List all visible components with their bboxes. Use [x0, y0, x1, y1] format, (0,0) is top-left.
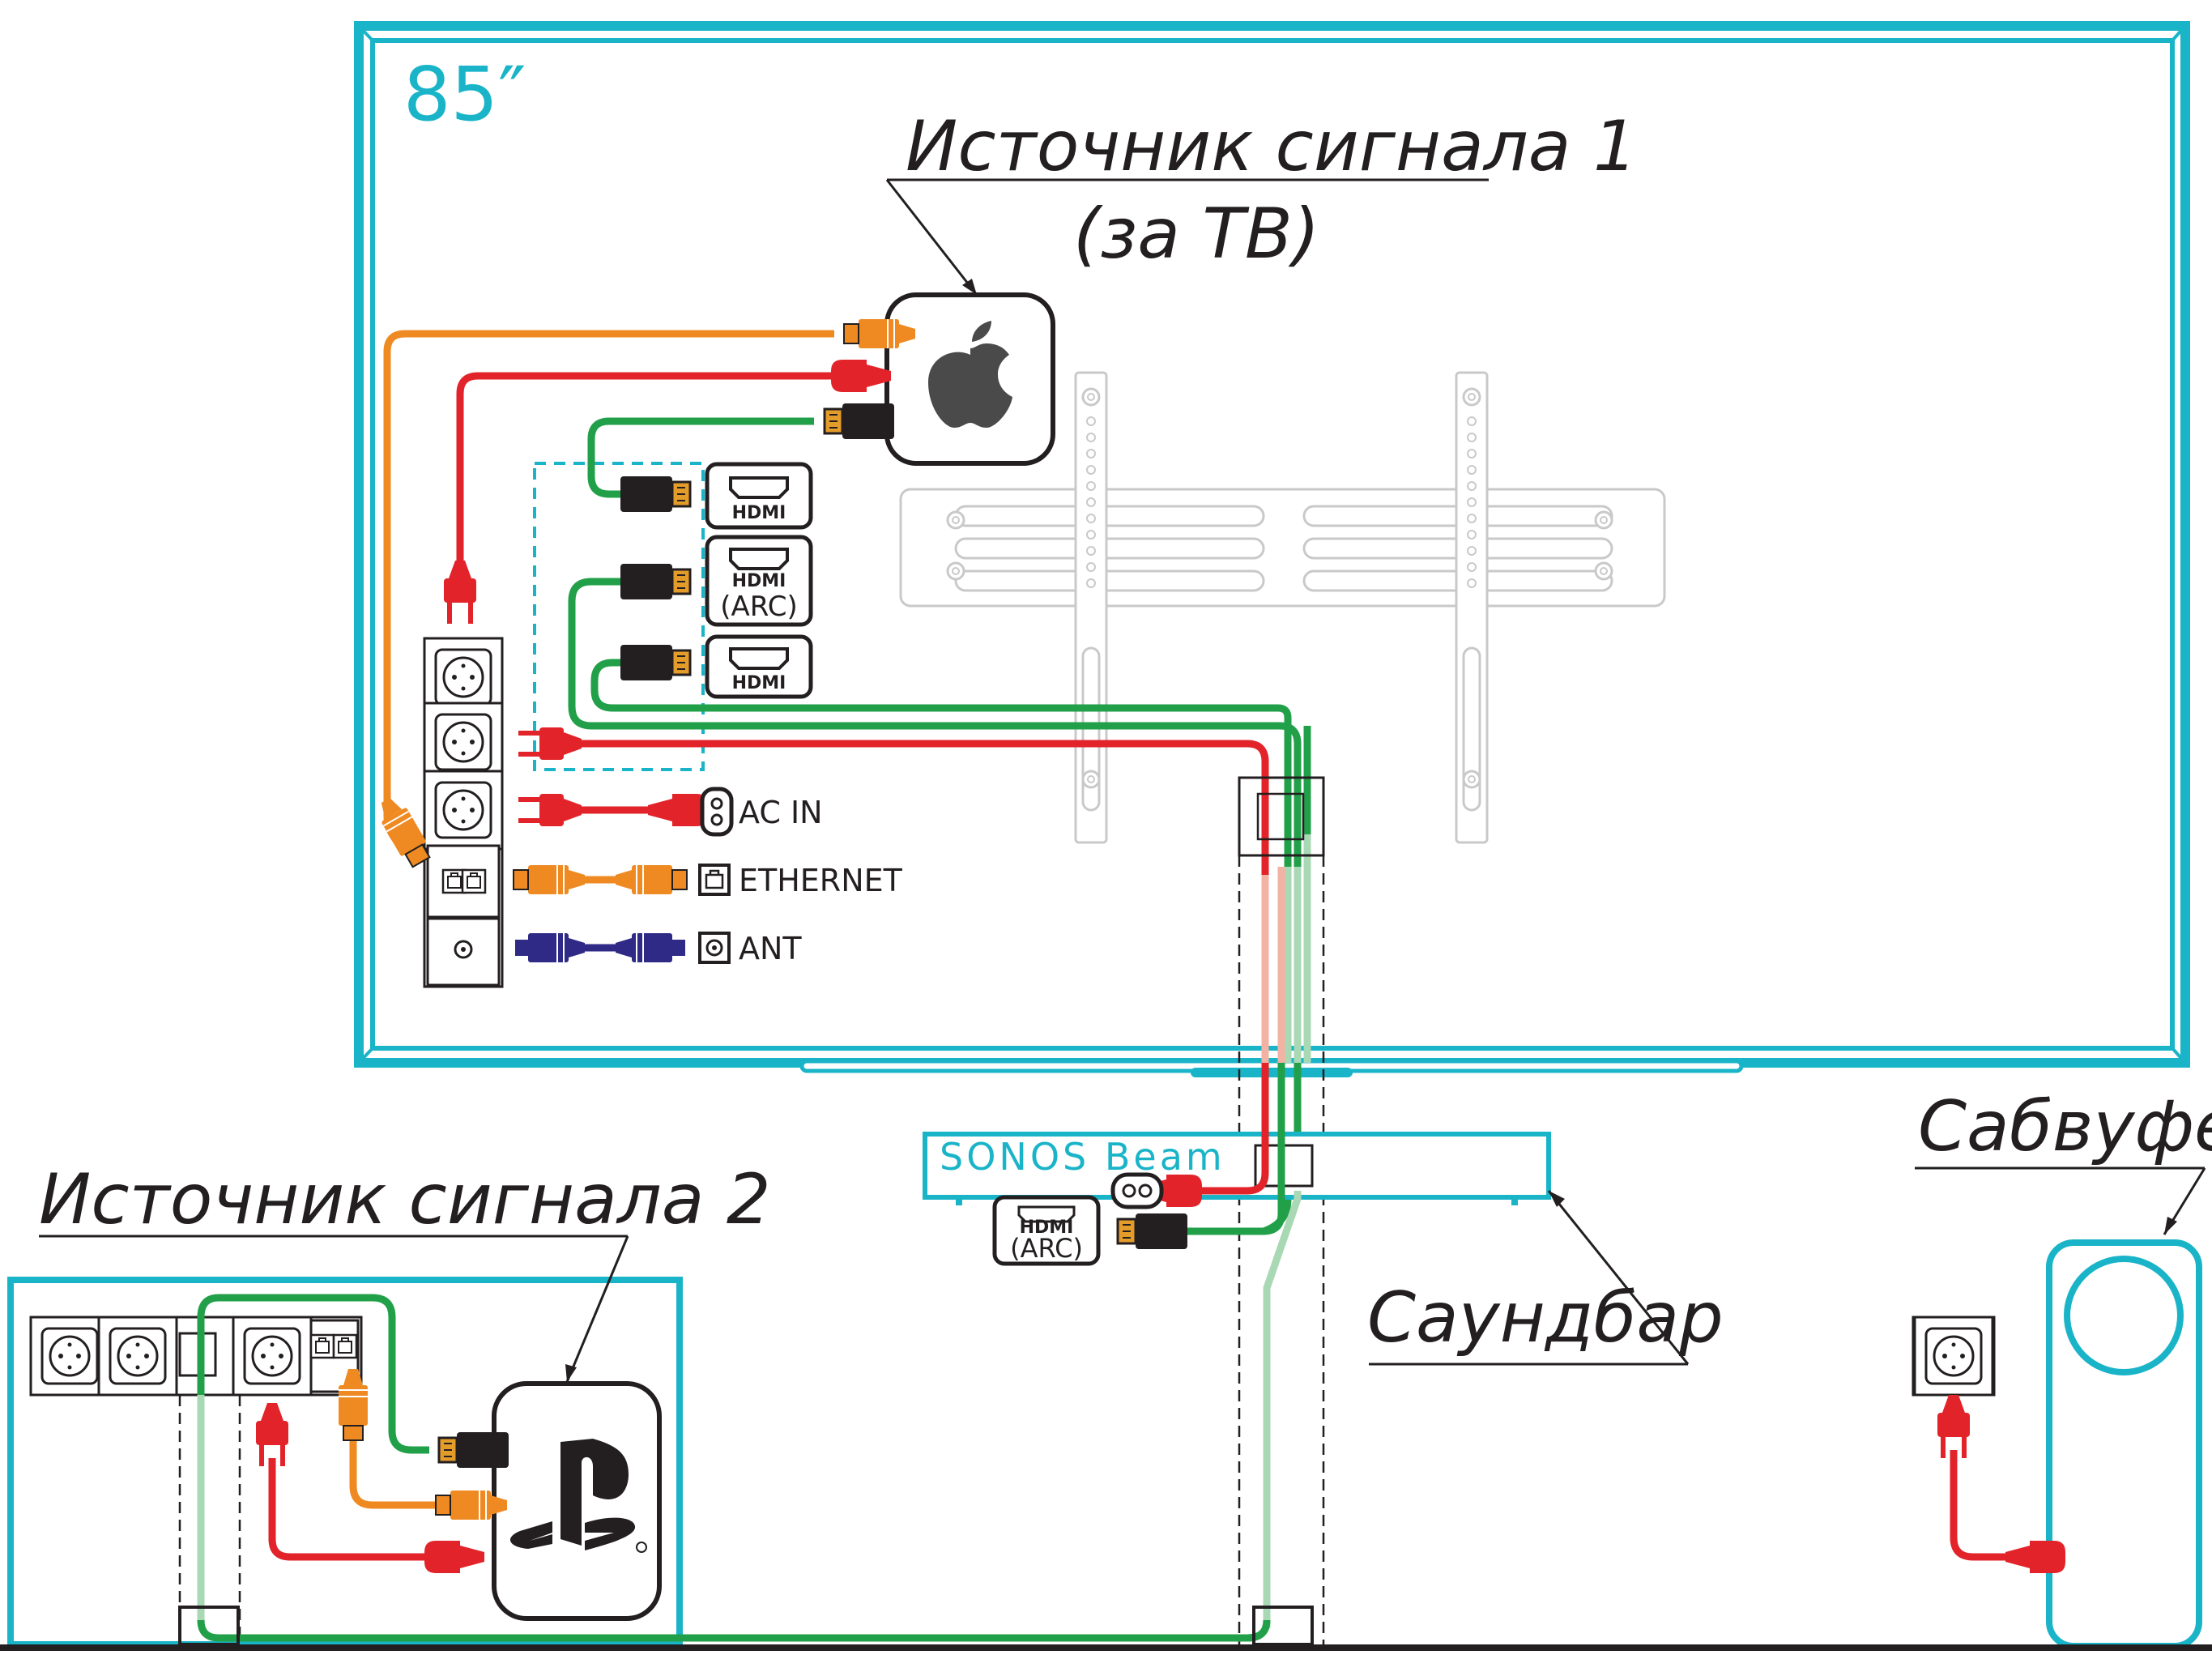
soundbar[interactable]: SONOS Beam: [923, 1132, 1551, 1205]
power-cable-tv: [559, 740, 1269, 875]
source-2-pointer: [565, 1235, 629, 1383]
hdmi-port-3[interactable]: HDMI: [705, 634, 813, 699]
cabinet-conduit: [178, 1395, 241, 1644]
soundbar-arc-label: (ARC): [1010, 1233, 1083, 1264]
source-1-title: Источник сигнала 1: [906, 106, 1638, 187]
soundbar-ac-port[interactable]: [1110, 1172, 1164, 1209]
ps-power-cable: [268, 1458, 445, 1561]
soundbar-label: Саундбар: [1367, 1277, 1724, 1358]
hdmi-cable-source1: [587, 417, 814, 498]
playstation-icon: [509, 1439, 647, 1553]
source-1-device[interactable]: [884, 292, 1055, 466]
subwoofer-power-cable: [1950, 1450, 2017, 1561]
hdmi-port-3-label: HDMI: [732, 673, 786, 693]
mount-holes: [946, 387, 1613, 789]
ethernet-label: ETHERNET: [739, 863, 903, 898]
source-1-subtitle: (за ТВ): [1073, 194, 1319, 275]
source-1-pointer: [885, 179, 978, 296]
hdmi-port-1-label: HDMI: [732, 503, 786, 523]
power-cable-source1: [456, 372, 842, 583]
hdmi-arc-port-arc: (ARC): [720, 591, 797, 623]
wall-box-tv: [1238, 776, 1325, 857]
soundbar-hdmi-label: HDMI: [1020, 1218, 1074, 1238]
soundbar-pointer: [1547, 1190, 1690, 1365]
subwoofer-speaker-icon: [2064, 1256, 2184, 1375]
hdmi-arc-port-label: HDMI: [732, 571, 786, 591]
ethernet-port[interactable]: [698, 864, 731, 896]
ps-ethernet-cable: [349, 1432, 437, 1509]
ps-hdmi-cable: [197, 1294, 1271, 1642]
tv-size-label: 85″: [403, 51, 526, 138]
antenna-port[interactable]: [698, 932, 731, 964]
soundbar-power-cable: [1179, 1063, 1269, 1195]
soundbar-hdmi-arc-port[interactable]: HDMI (ARC): [992, 1195, 1101, 1266]
antenna-label: ANT: [739, 931, 802, 966]
cable-conduit: [1238, 855, 1325, 1644]
hdmi-cable-floor: [1263, 1191, 1302, 1628]
tv-port-panel: [533, 462, 705, 771]
subwoofer-wall-socket: [1912, 1316, 1996, 1397]
subwoofer[interactable]: [2046, 1239, 2202, 1649]
source-2-title: Источник сигнала 2: [39, 1159, 771, 1240]
power-strip-tv: [423, 637, 504, 988]
power-strip-cabinet: [29, 1316, 363, 1397]
subwoofer-label: Сабвуфер: [1918, 1086, 2212, 1167]
source-2-device[interactable]: [492, 1381, 662, 1621]
hdmi-arc-port[interactable]: HDMI (ARC): [705, 535, 813, 627]
soundbar-brand: SONOS Beam: [940, 1135, 1225, 1179]
hdmi-port-1[interactable]: HDMI: [705, 462, 813, 530]
hdmi-cable-hdmi3: [590, 659, 1292, 867]
ac-in-label: AC IN: [739, 795, 823, 830]
apple-icon: [928, 321, 1012, 428]
ac-in-port[interactable]: [700, 787, 734, 837]
